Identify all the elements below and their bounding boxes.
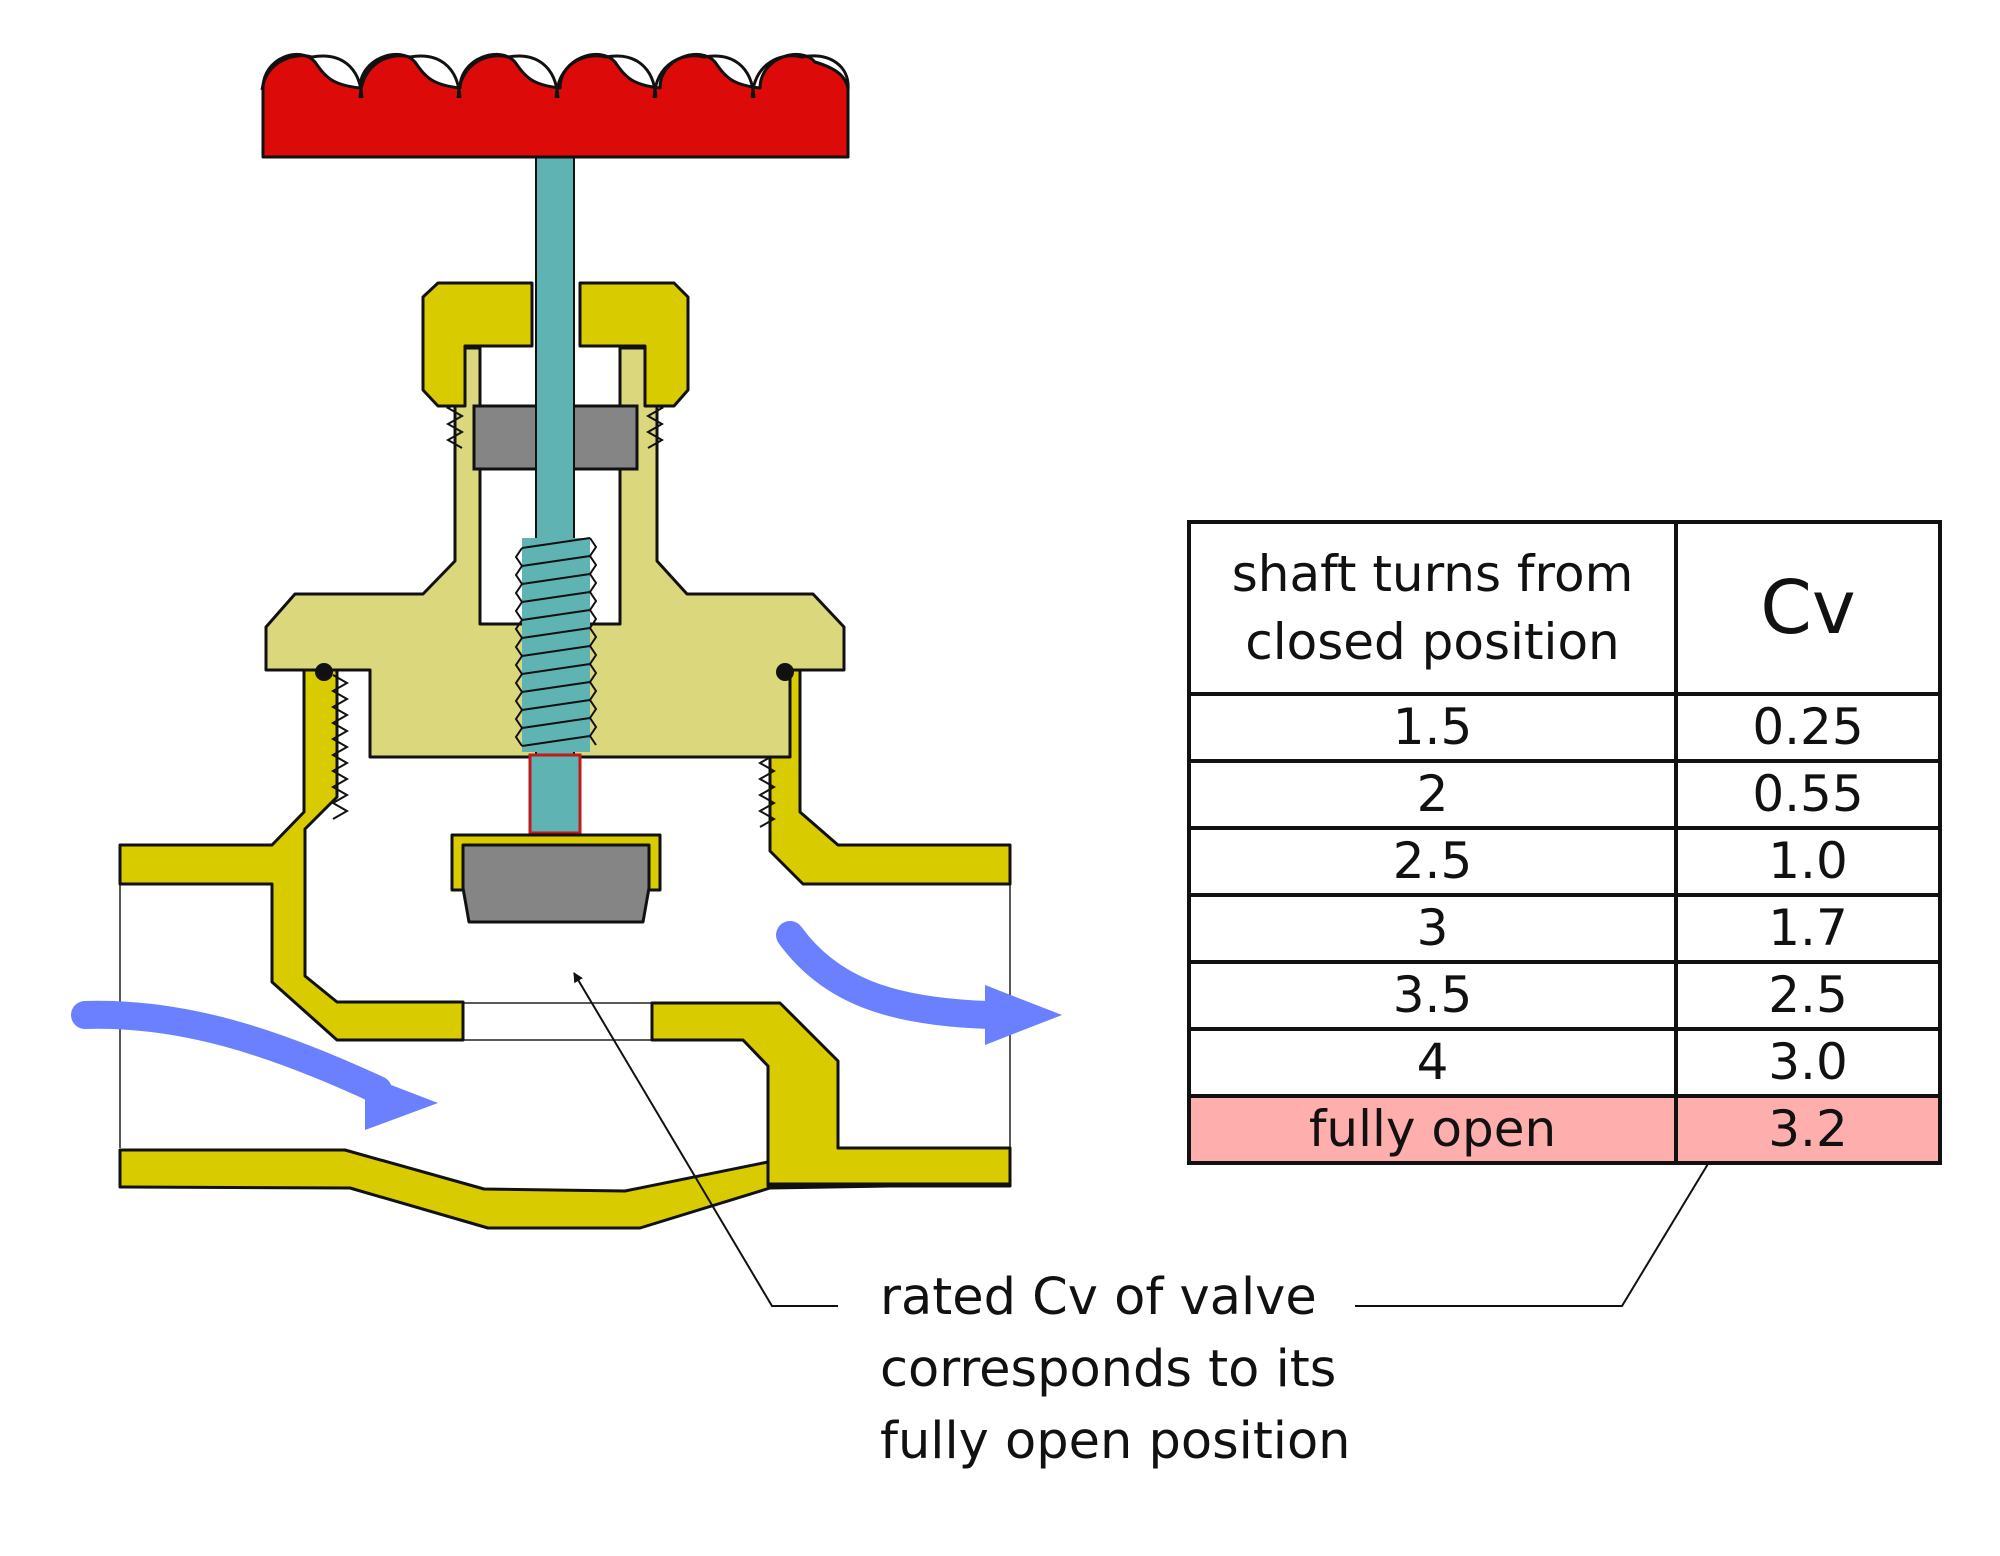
leader-line-to-plug — [573, 972, 838, 1307]
valve-plug — [450, 833, 662, 924]
o-ring-left — [315, 663, 333, 681]
valve-body — [118, 663, 1012, 1230]
table-row: 4 3.0 — [1187, 1027, 1942, 1098]
cv-table: shaft turns from closed position Cv 1.5 … — [1187, 520, 1942, 1165]
rated-cv-annotation: rated Cv of valve corresponds to its ful… — [880, 1262, 1351, 1478]
handwheel-scallops — [260, 54, 850, 99]
table-row: 3.5 2.5 — [1187, 960, 1942, 1031]
table-row: 2.5 1.0 — [1187, 826, 1942, 897]
turns-cell: 2 — [1187, 759, 1678, 830]
annotation-line-2: corresponds to its — [880, 1340, 1337, 1399]
cv-cell: 0.25 — [1674, 692, 1942, 763]
cv-cell: 2.5 — [1674, 960, 1942, 1031]
turns-cell: 1.5 — [1187, 692, 1678, 763]
header-shaft-turns-line1: shaft turns from — [1231, 545, 1634, 603]
cv-cell: 3.0 — [1674, 1027, 1942, 1098]
turns-cell: fully open — [1187, 1094, 1678, 1165]
turns-cell: 2.5 — [1187, 826, 1678, 897]
o-ring-right — [776, 663, 794, 681]
flow-arrow-inlet — [71, 1000, 438, 1130]
turns-cell: 3 — [1187, 893, 1678, 964]
annotation-line-1: rated Cv of valve — [880, 1268, 1317, 1327]
turns-cell: 3.5 — [1187, 960, 1678, 1031]
body-right-wall — [768, 663, 1012, 886]
body-bottom-wall — [118, 1148, 1012, 1230]
flow-arrow-outlet — [776, 921, 1062, 1045]
table-row-fully-open: fully open 3.2 — [1187, 1094, 1942, 1165]
body-seat-bridge — [650, 1001, 1012, 1186]
header-shaft-turns: shaft turns from closed position — [1187, 520, 1678, 696]
leader-line-to-cv — [1355, 1148, 1718, 1307]
cv-table-header: shaft turns from closed position Cv — [1187, 520, 1942, 696]
annotation-line-3: fully open position — [880, 1412, 1351, 1471]
header-cv: Cv — [1674, 520, 1942, 696]
packing-nut — [421, 281, 690, 408]
body-left-wall — [118, 663, 465, 1042]
turns-cell: 4 — [1187, 1027, 1678, 1098]
cv-cell: 3.2 — [1674, 1094, 1942, 1165]
stem-threads — [514, 537, 598, 752]
cv-cell: 0.55 — [1674, 759, 1942, 830]
table-row: 2 0.55 — [1187, 759, 1942, 830]
table-row: 1.5 0.25 — [1187, 692, 1942, 763]
table-row: 3 1.7 — [1187, 893, 1942, 964]
cv-cell: 1.0 — [1674, 826, 1942, 897]
header-shaft-turns-line2: closed position — [1245, 613, 1620, 671]
cv-cell: 1.7 — [1674, 893, 1942, 964]
